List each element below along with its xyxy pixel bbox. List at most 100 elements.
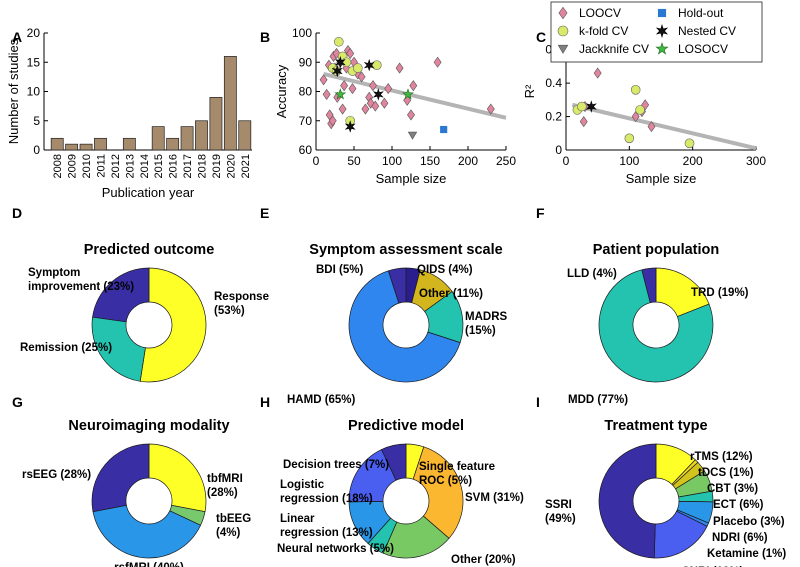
slice-decision-trees: [381, 443, 407, 481]
y-tick-label: 5: [33, 114, 40, 128]
point-loocv: [384, 83, 393, 95]
point-losocv: [334, 88, 347, 100]
point-loocv: [433, 56, 442, 68]
bar-2009: [65, 143, 79, 151]
slice-label: BDI (5%): [316, 264, 363, 276]
point-loocv: [366, 97, 375, 109]
y-tick-label: 80: [299, 85, 313, 99]
x-tick-label: 2013: [124, 154, 136, 178]
slice-label: MDD (77%): [568, 394, 628, 406]
slice-label: Ketamine (1%): [707, 548, 786, 560]
slice-label: Placebo (3%): [713, 516, 785, 528]
bar-2016: [166, 137, 180, 151]
bar-2015: [151, 126, 165, 151]
y-axis-label: R²: [522, 84, 537, 98]
x-tick-label: 2019: [211, 154, 223, 178]
x-tick-label: 2010: [81, 154, 93, 178]
legend-label: LOSOCV: [678, 42, 728, 56]
point-loocv: [486, 103, 495, 115]
legend-marker-hold-out: [657, 8, 667, 18]
y-tick-label: 0: [33, 143, 40, 157]
point-hold-out: [440, 125, 448, 134]
y-tick-label: 10: [27, 85, 41, 99]
slice-hamd: [348, 270, 461, 383]
point-loocv: [395, 62, 404, 74]
chart-title: Symptom assessment scale: [309, 242, 502, 258]
point-k-fold-cv: [635, 105, 645, 115]
point-k-fold-cv: [577, 101, 587, 112]
slice-ssri: [598, 443, 657, 559]
slice-label: SSRI(49%): [545, 499, 576, 525]
x-tick-label: 100: [382, 154, 402, 168]
chart-title: Patient population: [593, 242, 719, 258]
panel-letter-i: I: [536, 394, 540, 410]
slice-label: MADRS(15%): [465, 311, 507, 337]
point-loocv: [328, 115, 337, 127]
y-tick-label: 90: [299, 55, 313, 69]
slice-bdi: [387, 267, 407, 304]
panel-letter-c: C: [536, 29, 546, 45]
legend-label: k-fold CV: [579, 24, 628, 38]
x-tick-label: 2017: [182, 154, 194, 178]
bar-2011: [94, 137, 107, 151]
slice-label: tDCS (1%): [698, 467, 754, 479]
x-tick-label: 2011: [96, 154, 108, 178]
point-nested-cv: [372, 88, 384, 101]
panel-letter-h: H: [260, 394, 270, 410]
point-loocv: [631, 111, 640, 123]
slice-response: [139, 267, 207, 383]
y-tick-label: 100: [292, 26, 312, 40]
legend-marker-loocv: [558, 6, 568, 20]
point-jackknife-cv: [407, 131, 418, 140]
point-loocv: [579, 116, 588, 128]
point-loocv: [338, 103, 347, 115]
point-losocv: [402, 88, 414, 100]
slice-label: Other (11%): [419, 288, 483, 300]
y-tick-label: 70: [299, 114, 313, 128]
slice-label: NDRI (6%): [712, 532, 768, 544]
slice-label: rTMS (12%): [690, 451, 753, 463]
x-tick-label: 200: [458, 154, 478, 168]
point-loocv: [340, 80, 349, 92]
legend-label: LOOCV: [579, 6, 621, 20]
slice-lld: [641, 267, 657, 304]
legend-marker-jackknife-cv: [557, 44, 569, 54]
bar-2021: [238, 120, 252, 151]
point-nested-cv: [363, 58, 375, 72]
bar-2017: [180, 126, 194, 151]
slice-label: SVM (31%): [465, 492, 524, 504]
panel-g-donut: Neuroimaging modalitytbfMRI(28%)tbEEG(4%…: [22, 418, 251, 567]
point-nested-cv: [331, 64, 343, 78]
slice-label: Decision trees (7%): [283, 459, 389, 471]
x-tick-label: 250: [496, 154, 516, 168]
legend-box: [550, 1, 763, 63]
x-tick-label: 200: [683, 154, 703, 168]
point-k-fold-cv: [352, 63, 363, 73]
bar-2013: [122, 137, 136, 151]
chart-title: Neuroimaging modality: [68, 418, 229, 434]
x-axis-label: Sample size: [376, 171, 447, 186]
x-tick-label: 2014: [139, 154, 151, 178]
y-tick-label: 20: [27, 26, 41, 40]
point-loocv: [409, 80, 418, 92]
slice-label: QIDS (4%): [417, 264, 473, 276]
x-tick-label: 100: [619, 154, 639, 168]
panel-letter-a: A: [12, 29, 22, 45]
slice-label: ECT (6%): [713, 499, 764, 511]
bar-2008: [50, 137, 64, 151]
bar-2010: [79, 143, 93, 151]
panel-d-donut: Predicted outcomeResponse(53%)Remission …: [20, 242, 269, 383]
slice-remission: [91, 316, 146, 382]
x-tick-label: 2015: [153, 154, 165, 178]
point-k-fold-cv: [630, 85, 641, 95]
point-k-fold-cv: [684, 138, 695, 149]
x-tick-label: 2018: [197, 154, 209, 178]
point-k-fold-cv: [624, 133, 635, 144]
